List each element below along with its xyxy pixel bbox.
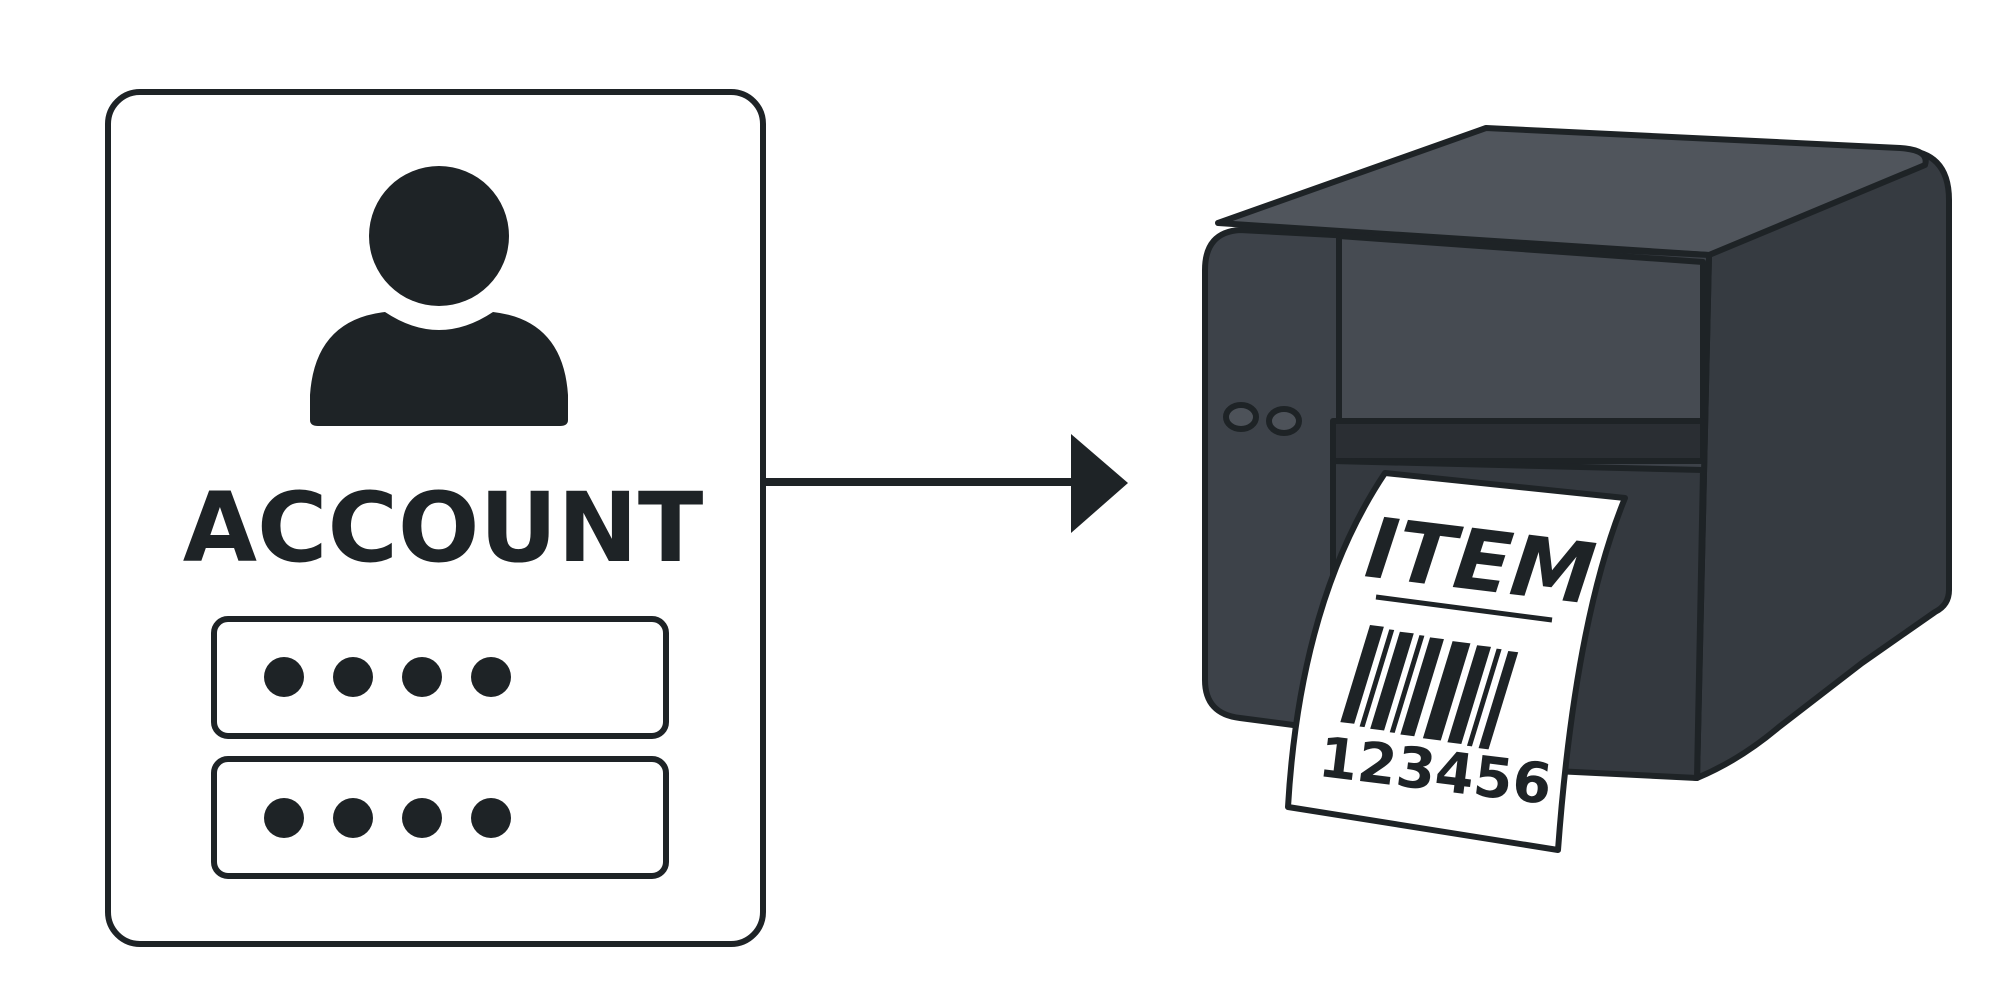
printer-top	[1215, 125, 1929, 258]
masked-dots	[264, 798, 511, 838]
arrow-right-icon	[763, 434, 1128, 533]
printer-right-side	[1694, 147, 1952, 781]
account-title: ACCOUNT	[183, 472, 704, 584]
printer-front-cover	[1336, 233, 1706, 424]
printer-button-1[interactable]	[1223, 402, 1259, 432]
password-field-1[interactable]	[211, 616, 669, 739]
user-icon	[310, 166, 568, 426]
printed-label: ITEM 123456	[1285, 470, 1628, 853]
password-field-2[interactable]	[211, 756, 669, 879]
label-divider	[1375, 594, 1553, 623]
paper-slot	[1330, 418, 1706, 464]
masked-dots	[264, 657, 511, 697]
barcode	[1340, 625, 1519, 750]
account-card: ACCOUNT	[105, 89, 766, 947]
printer-button-2[interactable]	[1266, 406, 1302, 436]
